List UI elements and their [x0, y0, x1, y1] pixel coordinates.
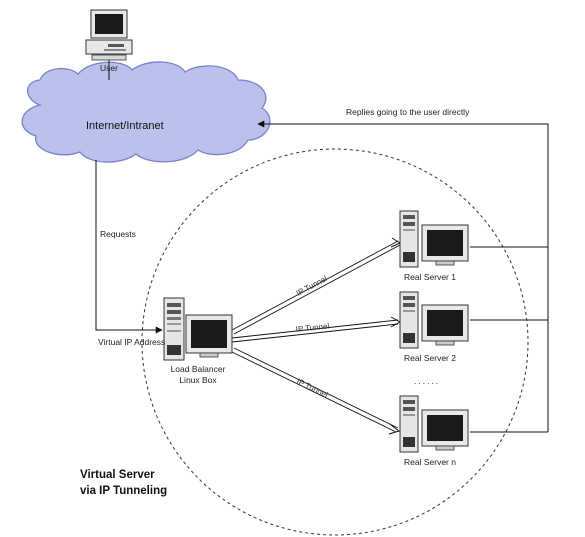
diagram-title: Virtual Server via IP Tunneling: [80, 467, 167, 499]
cloud-label: Internet/Intranet: [86, 120, 164, 132]
ip-tunnel-n: [231, 347, 399, 433]
load-balancer-label: Load Balancer Linux Box: [160, 364, 236, 386]
real-server-1-label: Real Server 1: [404, 272, 456, 282]
diagram-title-line2: via IP Tunneling: [80, 485, 168, 497]
virtual-server-boundary: [141, 148, 529, 536]
real-server-n-label: Real Server n: [404, 457, 456, 467]
load-balancer-icon: [163, 297, 233, 361]
load-balancer-label-line2: Linux Box: [179, 375, 217, 385]
load-balancer-label-line1: Load Balancer: [170, 364, 226, 374]
virtual-ip-label: Virtual IP Address: [98, 337, 166, 347]
tunnel-label-2: IP Tunnel: [295, 321, 330, 333]
internet-cloud: [21, 61, 271, 163]
tunnel-label-n: IP Tunnel: [295, 377, 329, 400]
replies-label: Replies going to the user directly: [346, 107, 470, 117]
user-computer-icon: [85, 9, 133, 61]
diagram-title-line1: Virtual Server: [80, 469, 155, 481]
real-server-2-icon: [399, 291, 469, 349]
user-label: User: [100, 63, 118, 73]
replies-line: [257, 120, 549, 432]
requests-line: [95, 160, 163, 334]
server-ellipsis: ......: [414, 376, 441, 386]
requests-label: Requests: [100, 229, 136, 239]
ip-tunnel-1: [231, 240, 401, 335]
ip-tunnel-2: [231, 319, 399, 343]
real-server-1-icon: [399, 210, 469, 268]
real-server-2-label: Real Server 2: [404, 353, 456, 363]
real-server-n-icon: [399, 395, 469, 453]
